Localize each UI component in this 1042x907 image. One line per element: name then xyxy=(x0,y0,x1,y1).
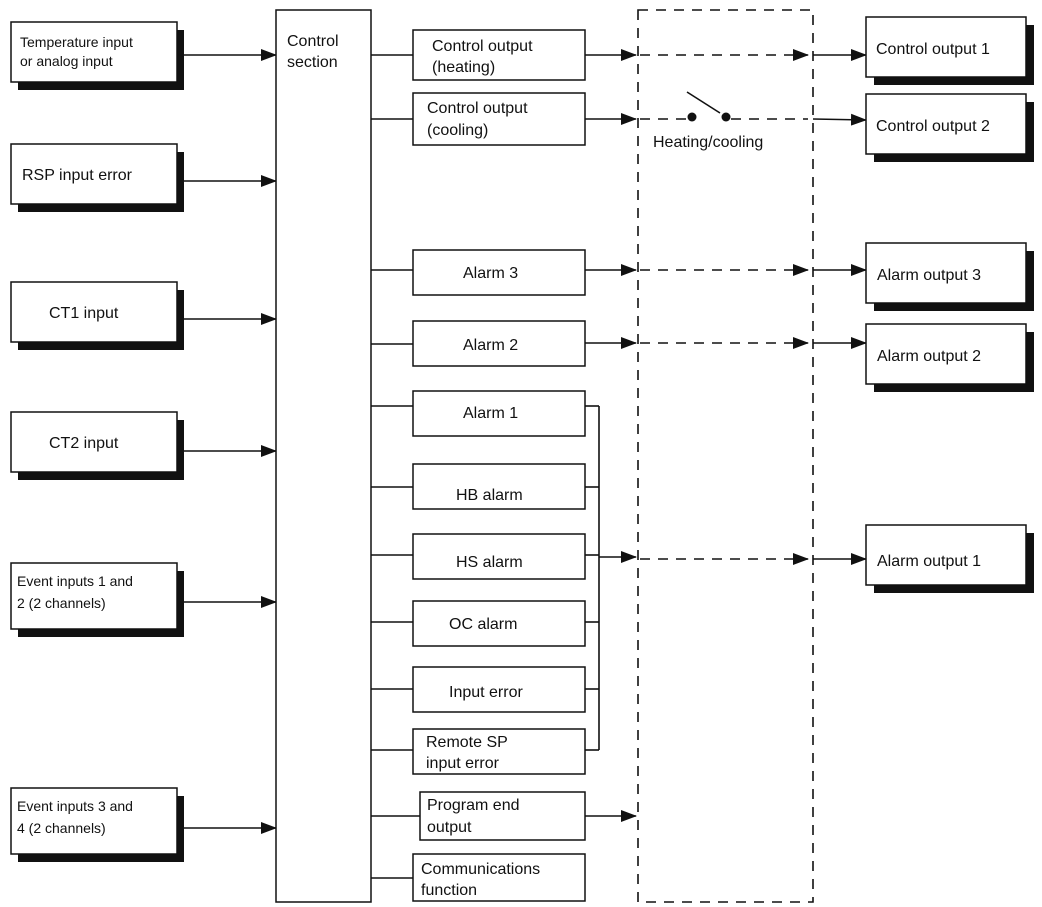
function-alarm-3: Alarm 3 xyxy=(412,249,586,296)
input-ct1: CT1 input xyxy=(10,281,184,350)
function-program-end: Program end output xyxy=(419,791,586,841)
output-control-2-label: Control output 2 xyxy=(876,118,990,135)
input-event-1-2-line2: 2 (2 channels) xyxy=(17,595,106,611)
function-program-end-line1: Program end xyxy=(427,797,520,814)
input-rsp-error-label: RSP input error xyxy=(22,167,133,184)
output-assignment-area xyxy=(637,9,814,903)
function-input-error: Input error xyxy=(412,666,586,713)
input-rsp-error: RSP input error xyxy=(10,143,184,212)
function-alarm-1-label: Alarm 1 xyxy=(463,405,518,422)
function-control-cooling: Control output (cooling) xyxy=(412,92,586,146)
function-remote-sp-error: Remote SP input error xyxy=(412,728,586,775)
function-alarm-2-label: Alarm 2 xyxy=(463,337,518,354)
output-control-1-label: Control output 1 xyxy=(876,41,990,58)
arrow-to-control-output-2 xyxy=(812,113,867,126)
function-input-error-label: Input error xyxy=(449,684,523,701)
function-control-cooling-line1: Control output xyxy=(427,100,528,117)
function-communications-line1: Communications xyxy=(421,861,540,878)
alarm-bus xyxy=(585,405,600,751)
function-oc-alarm-label: OC alarm xyxy=(449,616,517,633)
input-ct2: CT2 input xyxy=(10,411,184,480)
control-branches xyxy=(371,54,420,879)
output-alarm-1-label: Alarm output 1 xyxy=(877,553,981,570)
dashed-routes xyxy=(640,49,809,565)
function-alarm-3-label: Alarm 3 xyxy=(463,265,518,282)
input-ct2-label: CT2 input xyxy=(49,435,119,452)
function-communications: Communications function xyxy=(412,853,586,902)
function-remote-sp-line1: Remote SP xyxy=(426,734,508,751)
output-alarm-3-label: Alarm output 3 xyxy=(877,267,981,284)
function-control-heating-line2: (heating) xyxy=(432,59,495,76)
function-hs-alarm-label: HS alarm xyxy=(456,554,523,571)
control-section-line1: Control xyxy=(287,33,339,50)
output-control-2: Control output 2 xyxy=(865,93,1034,162)
output-alarm-2-label: Alarm output 2 xyxy=(877,348,981,365)
input-event-1-2-line1: Event inputs 1 and xyxy=(17,573,133,589)
function-control-heating: Control output (heating) xyxy=(412,29,586,81)
output-control-1: Control output 1 xyxy=(865,16,1034,85)
input-temperature-line2: or analog input xyxy=(20,53,113,69)
output-alarm-2: Alarm output 2 xyxy=(865,323,1034,392)
input-event-3-4-line1: Event inputs 3 and xyxy=(17,798,133,814)
input-event-1-2: Event inputs 1 and 2 (2 channels) xyxy=(10,562,184,637)
function-program-end-line2: output xyxy=(427,819,472,836)
heating-cooling-switch xyxy=(686,91,731,122)
input-temperature-line1: Temperature input xyxy=(20,34,133,50)
function-hb-alarm: HB alarm xyxy=(412,463,586,510)
heating-cooling-label: Heating/cooling xyxy=(653,134,763,151)
function-hb-alarm-label: HB alarm xyxy=(456,487,523,504)
function-control-cooling-line2: (cooling) xyxy=(427,122,488,139)
input-temperature: Temperature input or analog input xyxy=(10,21,184,90)
function-hs-alarm: HS alarm xyxy=(412,533,586,580)
control-section-line2: section xyxy=(287,54,338,71)
function-oc-alarm: OC alarm xyxy=(412,600,586,647)
function-alarm-2: Alarm 2 xyxy=(412,320,586,367)
function-remote-sp-line2: input error xyxy=(426,755,500,772)
function-control-heating-line1: Control output xyxy=(432,38,533,55)
function-communications-line2: function xyxy=(421,882,477,899)
output-alarm-3: Alarm output 3 xyxy=(865,242,1034,311)
input-event-3-4: Event inputs 3 and 4 (2 channels) xyxy=(10,787,184,862)
function-alarm-1: Alarm 1 xyxy=(412,390,586,437)
input-event-3-4-line2: 4 (2 channels) xyxy=(17,820,106,836)
output-alarm-1: Alarm output 1 xyxy=(865,524,1034,593)
control-section: Control section xyxy=(275,9,372,903)
input-ct1-label: CT1 input xyxy=(49,305,119,322)
